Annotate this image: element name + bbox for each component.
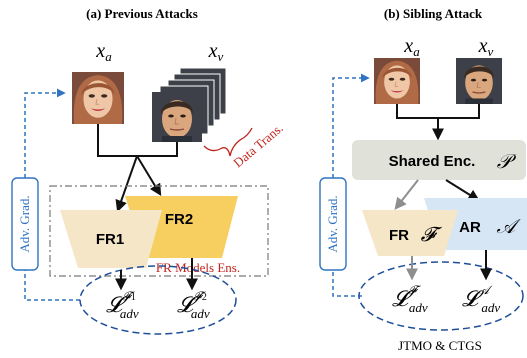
left-xv-label: xv [208, 40, 224, 64]
right-merge-line [396, 104, 480, 119]
right-title: (b) Sibling Attack [384, 6, 483, 21]
left-feedback-line-high [24, 88, 66, 178]
right-xa-label: xa [403, 35, 420, 59]
left-title: (a) Previous Attacks [86, 6, 198, 21]
left-xa-label: xa [95, 40, 112, 64]
right-xv-label: xv [478, 35, 494, 59]
shared-encoder-label: Shared Enc. [389, 153, 476, 170]
right-loss-ellipse [358, 261, 524, 331]
ar-label: AR [459, 219, 481, 236]
arrow-shared-fr [394, 179, 419, 210]
data-trans-label: Data Trans. [230, 120, 286, 170]
left-panel: (a) Previous Attacks xa xv Data Trans. [11, 6, 286, 335]
left-loss-ellipse [79, 265, 237, 335]
fr-label: FR [389, 227, 409, 244]
ensemble-box [49, 185, 269, 277]
right-feedback-line-high [332, 73, 370, 178]
arrow-to-fr2 [136, 155, 162, 197]
ensemble-label: FR Models Ens. [156, 260, 240, 275]
arrow-to-fr1 [115, 155, 138, 213]
fr2-label: FR2 [165, 211, 193, 228]
data-trans-brace [203, 127, 253, 157]
face-male-icon [152, 92, 202, 142]
fr1-block [60, 210, 162, 268]
face-male-icon [456, 58, 502, 104]
fr-block [362, 210, 458, 256]
face-female-icon [72, 72, 124, 124]
ar-symbol: 𝒜 [497, 216, 522, 238]
face-female-icon [374, 58, 420, 104]
left-adv-grad-label: Adv. Grad. [17, 195, 32, 252]
right-panel: (b) Sibling Attack xa xv Shared Enc. 𝒫 A… [319, 6, 527, 353]
stacked-faces [152, 67, 227, 142]
right-adv-grad-label: Adv. Grad. [325, 195, 340, 252]
right-footer: JTMO & CTGS [398, 338, 482, 353]
right-feedback-line-low [332, 270, 362, 297]
fr1-label: FR1 [96, 231, 124, 248]
arrow-shared-ar [445, 179, 481, 202]
shared-encoder-block [352, 140, 526, 180]
left-feedback-line-low [24, 270, 80, 301]
